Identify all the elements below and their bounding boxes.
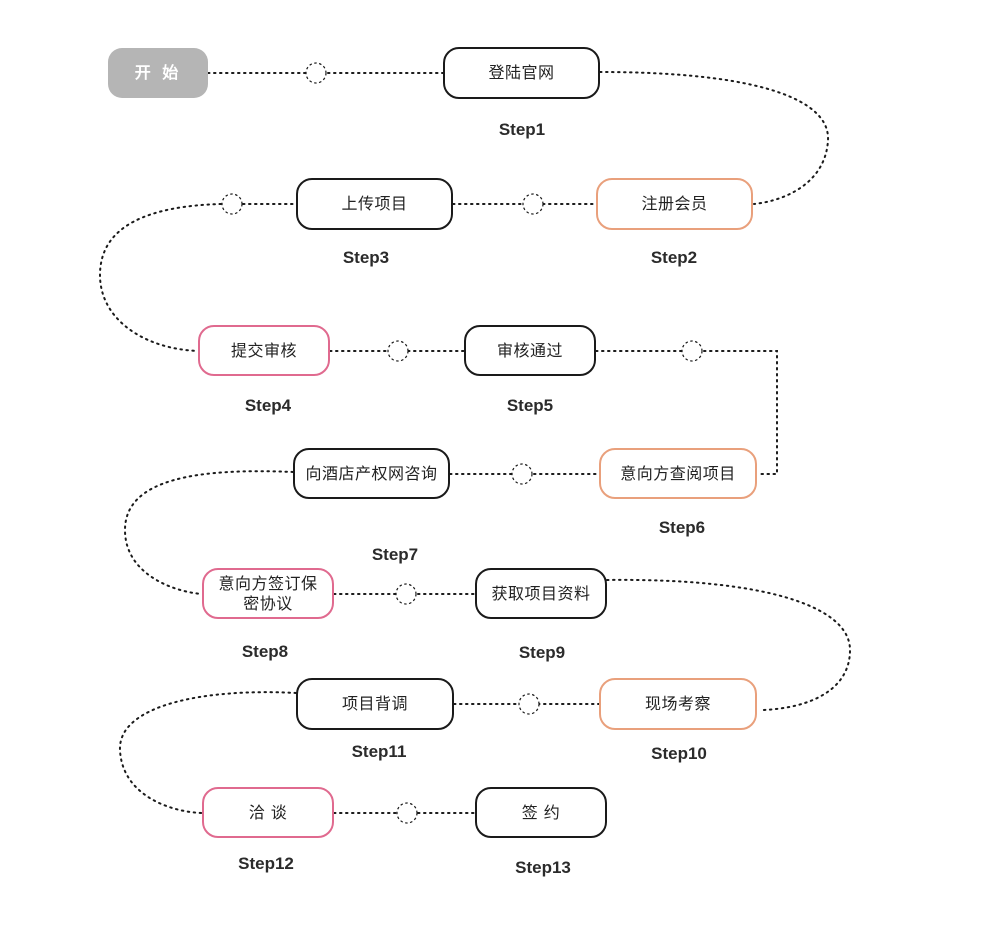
step12-label: Step12 (238, 854, 294, 873)
step5-label: Step5 (506, 396, 554, 415)
waypoint-marker (221, 193, 243, 215)
waypoint-marker (387, 340, 409, 362)
step4-node: 提交审核 (198, 325, 330, 376)
step10-node: 现场考察 (599, 678, 757, 730)
step2-label: Step2 (650, 248, 698, 267)
step11-label: Step11 (351, 742, 407, 761)
waypoint-marker (518, 693, 540, 715)
step3-label: Step3 (342, 248, 390, 267)
step1-label: Step1 (498, 120, 546, 139)
step1-node: 登陆官网 (443, 47, 600, 99)
connector-3-4 (98, 203, 222, 352)
step3-node: 上传项目 (296, 178, 453, 230)
waypoint-marker (305, 62, 327, 84)
step11-node: 项目背调 (296, 678, 454, 730)
step7-label: Step7 (371, 545, 419, 564)
step12-node: 洽 谈 (202, 787, 334, 838)
step5-node: 审核通过 (464, 325, 596, 376)
connector-1-2 (599, 71, 830, 205)
waypoint-marker (395, 583, 417, 605)
step4-label: Step4 (244, 396, 292, 415)
step10-label: Step10 (651, 744, 707, 763)
step13-label: Step13 (515, 858, 571, 877)
step8-label: Step8 (241, 642, 289, 661)
step8-node: 意向方签订保密协议 (202, 568, 334, 619)
step2-node: 注册会员 (596, 178, 753, 230)
connector-7-8 (123, 470, 294, 595)
waypoint-marker (522, 193, 544, 215)
step9-label: Step9 (518, 643, 566, 662)
connector-9-10 (606, 578, 852, 711)
step6-node: 意向方查阅项目 (599, 448, 757, 499)
waypoint-marker (511, 463, 533, 485)
waypoint-marker (681, 340, 703, 362)
waypoint-marker (396, 802, 418, 824)
connector-11-12 (118, 691, 297, 814)
step9-node: 获取项目资料 (475, 568, 607, 619)
start-node: 开 始 (108, 48, 208, 98)
step6-label: Step6 (658, 518, 706, 537)
step13-node: 签 约 (475, 787, 607, 838)
step7-node: 向酒店产权网咨询 (293, 448, 450, 499)
